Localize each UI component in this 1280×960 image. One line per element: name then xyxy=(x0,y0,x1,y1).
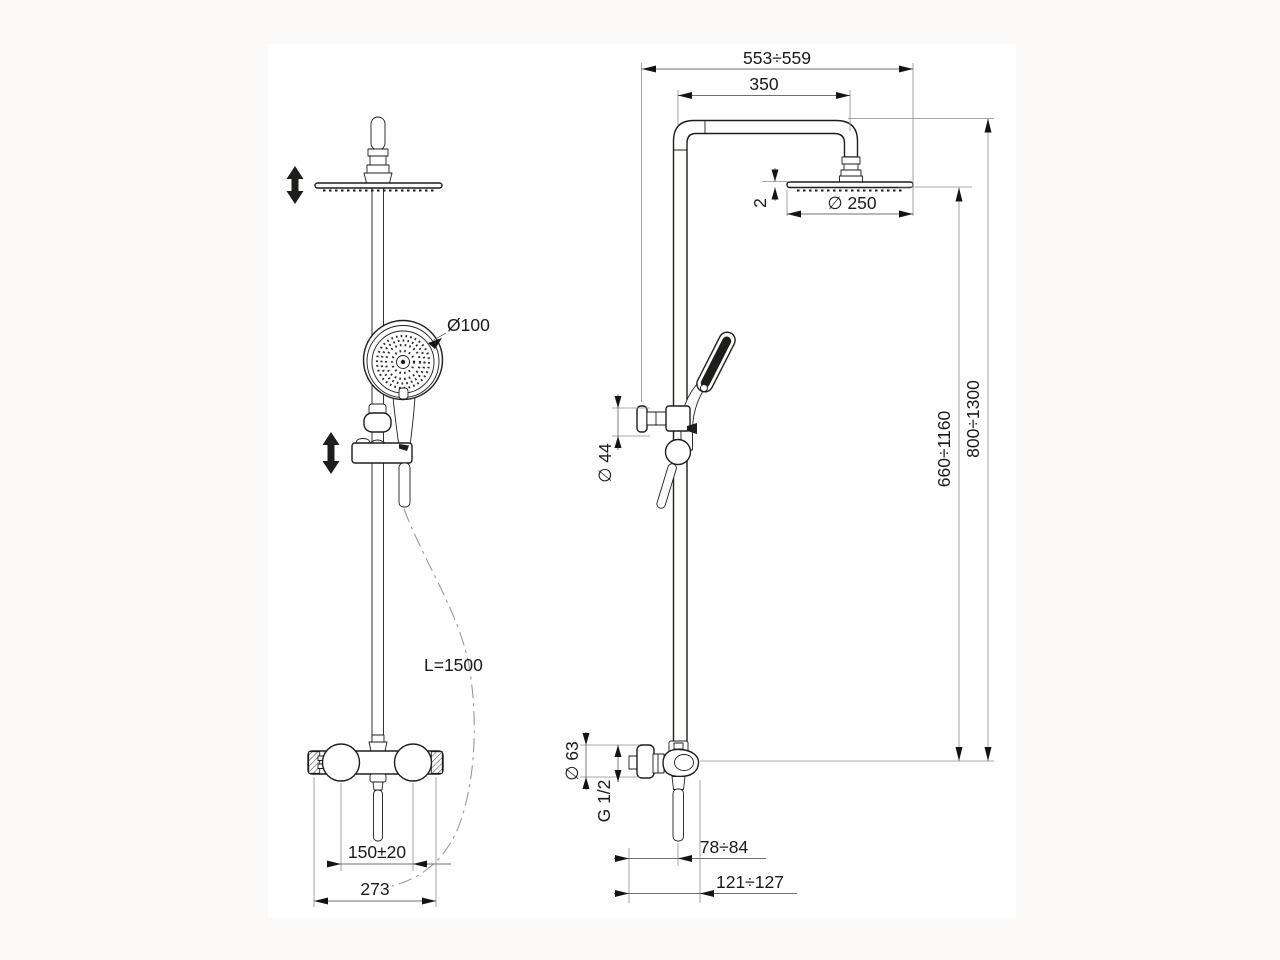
head-thickness-dimension: 2 xyxy=(750,168,791,208)
riser-pipe xyxy=(371,185,384,743)
hand-shower-handle-side xyxy=(680,380,711,451)
slider-adjust-arrow-icon xyxy=(322,432,340,474)
mixer-width-dimension: 273 xyxy=(313,777,437,907)
height-to-head-dimension: 660÷1160 xyxy=(898,186,972,761)
holder-bracket-side xyxy=(636,405,697,434)
top-connector xyxy=(363,116,393,184)
body-depth-dimension: 121÷127 xyxy=(614,780,797,903)
mixer-spout-side xyxy=(672,788,684,842)
body-depth-label: 121÷127 xyxy=(716,872,784,892)
inlet-spacing-dimension: 150±20 xyxy=(327,783,451,871)
spout-offset-dimension: 78÷84 xyxy=(614,837,766,903)
mixer-end-cap-left xyxy=(308,751,321,774)
mixer-side xyxy=(628,740,700,842)
overhead-shower-head-front xyxy=(314,182,443,189)
mixer-end-cap-right xyxy=(430,751,443,774)
front-view: Ø100 L=1500 150±20 273 xyxy=(286,116,490,907)
flange-diameter-label: ∅ 63 xyxy=(562,741,582,781)
height-adjust-arrow-icon xyxy=(286,166,304,204)
spout-offset-label: 78÷84 xyxy=(700,837,749,857)
slider-bracket xyxy=(351,438,413,464)
overhead-shower-head-side xyxy=(786,181,914,189)
thread-label: G 1/2 xyxy=(594,780,614,823)
handle-nub xyxy=(700,384,708,392)
flange-diameter-dimension: ∅ 63 xyxy=(562,732,640,790)
flexible-hose xyxy=(391,508,475,887)
handshower-diameter-label: Ø100 xyxy=(447,315,490,335)
height-to-arm-dimension: 800÷1300 xyxy=(848,118,994,761)
wall-stub xyxy=(628,755,638,770)
wall-knob-cap xyxy=(636,405,648,433)
mixer-spout-front xyxy=(373,789,383,842)
height-to-arm-label: 800÷1300 xyxy=(963,380,983,458)
hand-shower-head xyxy=(362,319,444,401)
holder-diameter-label: ∅ 44 xyxy=(595,443,615,483)
wall-flange xyxy=(636,744,655,779)
side-view: 553÷559 350 2 ∅ 250 xyxy=(562,48,994,903)
arm-reach-dimension: 350 xyxy=(677,74,851,131)
arm-reach-label: 350 xyxy=(749,74,778,94)
mixer-front xyxy=(307,734,444,842)
holder-diameter-dimension: ∅ 44 xyxy=(595,394,650,483)
mode-switch xyxy=(398,387,409,400)
head-diameter-label: ∅ 250 xyxy=(827,193,877,213)
top-width-dimension: 553÷559 xyxy=(641,48,914,402)
head-diameter-dimension: ∅ 250 xyxy=(786,190,913,218)
hose-length-label: L=1500 xyxy=(424,655,483,675)
hand-shower-head-side xyxy=(696,331,736,393)
ball-joint-side xyxy=(664,438,692,466)
height-to-head-label: 660÷1160 xyxy=(934,411,954,488)
thread-dimension: G 1/2 xyxy=(594,745,622,822)
top-width-label: 553÷559 xyxy=(743,48,811,68)
slider-ball-joint xyxy=(363,403,392,433)
diverter-lever xyxy=(656,463,677,509)
mixer-width-label: 273 xyxy=(360,879,389,899)
head-thickness-label: 2 xyxy=(750,198,770,208)
inlet-spacing-label: 150±20 xyxy=(348,842,407,862)
hose-connector xyxy=(398,462,411,508)
mixer-handle-left xyxy=(321,743,361,782)
head-connector xyxy=(839,156,863,184)
mixer-handle-right xyxy=(393,743,433,782)
